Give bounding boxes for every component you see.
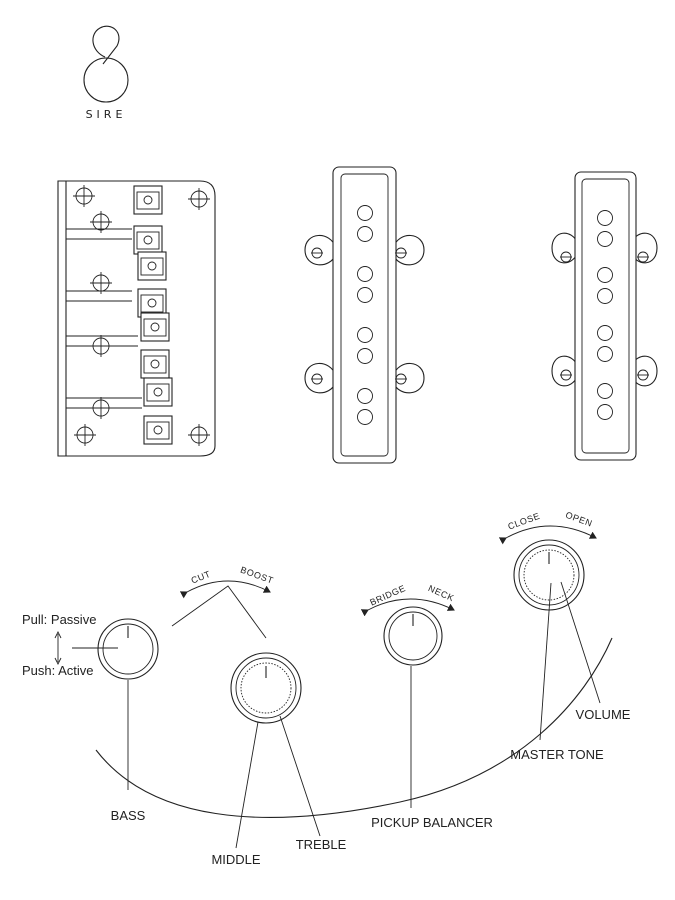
neck-pickup-icon: [304, 166, 425, 464]
master-tone-label: MASTER TONE: [510, 747, 604, 762]
close-label: CLOSE: [507, 511, 542, 532]
volume-label: VOLUME: [576, 707, 631, 722]
bridge-neck-arrow-icon: [360, 598, 455, 617]
control-plate-edge: [95, 637, 613, 818]
bridge-icon: [57, 180, 216, 457]
pull-push-arrow-icon: [54, 630, 62, 666]
middle-label: MIDDLE: [211, 852, 260, 867]
sire-logo: SIRE: [83, 25, 129, 121]
open-label: OPEN: [564, 510, 594, 529]
pickup-balancer-label: PICKUP BALANCER: [371, 815, 493, 830]
bass-label: BASS: [111, 808, 146, 823]
pull-passive-label: Pull: Passive: [22, 612, 96, 627]
close-open-arrow-icon: [498, 525, 597, 545]
sire-logo-text: SIRE: [86, 108, 127, 121]
bridge-label: BRIDGE: [368, 583, 407, 608]
master-tone-volume-knob: [513, 539, 585, 611]
sire-logo-mark-icon: [83, 25, 129, 103]
pickup-balancer-knob: [383, 606, 443, 666]
middle-treble-knob: [230, 652, 302, 724]
neck-label: NECK: [427, 583, 456, 603]
treble-label: TREBLE: [296, 837, 347, 852]
cut-boost-arrow-icon: [179, 580, 271, 599]
bass-knob: [97, 618, 159, 680]
push-active-label: Push: Active: [22, 663, 94, 678]
bridge-pickup-icon: [551, 171, 658, 461]
